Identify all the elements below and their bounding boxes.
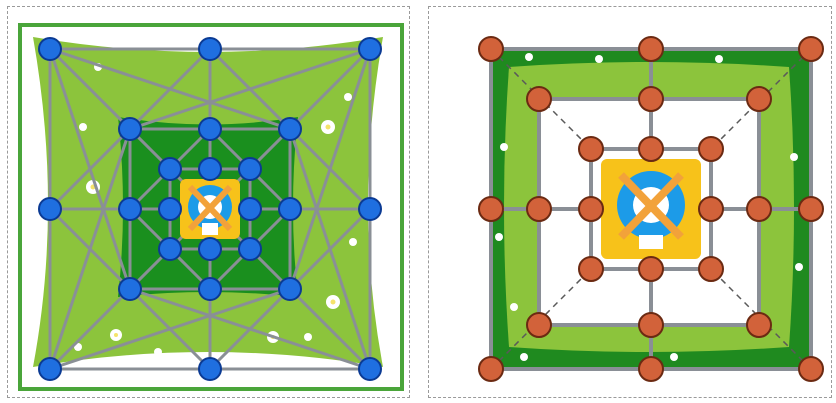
windmill-emblem [180, 179, 240, 239]
board-left-panel [7, 6, 410, 398]
board-left [8, 7, 411, 399]
board-right-panel [428, 6, 832, 398]
windmill-emblem [601, 159, 701, 259]
board-right [429, 7, 833, 399]
